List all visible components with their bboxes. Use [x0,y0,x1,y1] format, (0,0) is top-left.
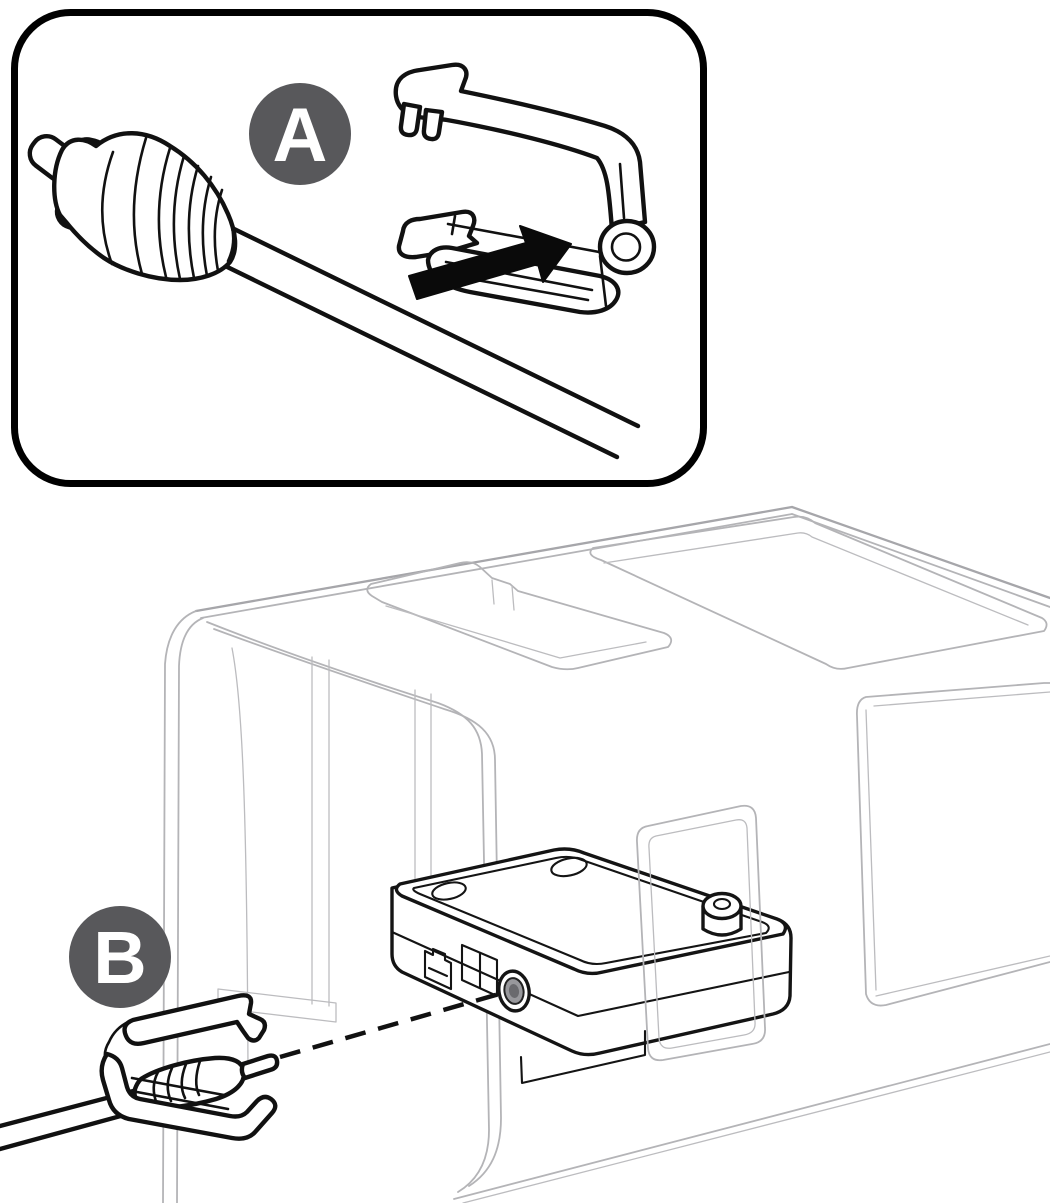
step-a-badge-icon [249,83,351,185]
cable-clip-a [393,62,657,315]
ethernet-port-large [460,943,499,998]
top-vent-cutout [366,561,673,671]
module-post [701,891,743,937]
side-opening [856,682,1050,1007]
step-a-badge: A [249,83,351,185]
dashed-insert-path [279,989,507,1060]
power-cable-a [212,224,641,460]
ethernet-port-small [423,947,453,991]
step-b-badge: B [69,906,171,1008]
screw-hole-left [431,881,467,901]
clipped-plug-b [0,993,280,1152]
step-a-panel: A [11,9,707,487]
device-chassis [162,505,1050,1203]
power-plug-a [27,131,238,283]
top-right-cutout [589,515,1048,670]
step-a-label: A [273,93,328,178]
step-b-panel: B [0,505,1050,1203]
mounting-bracket-loop [636,804,766,1062]
power-jack [497,969,531,1013]
cable-clip-b-front [99,1051,278,1141]
step-b-badge-icon [69,906,171,1008]
accessory-module [390,847,793,1085]
insert-arrow-icon [408,225,572,300]
screw-hole-right [550,856,588,878]
step-b-label: B [93,916,146,999]
